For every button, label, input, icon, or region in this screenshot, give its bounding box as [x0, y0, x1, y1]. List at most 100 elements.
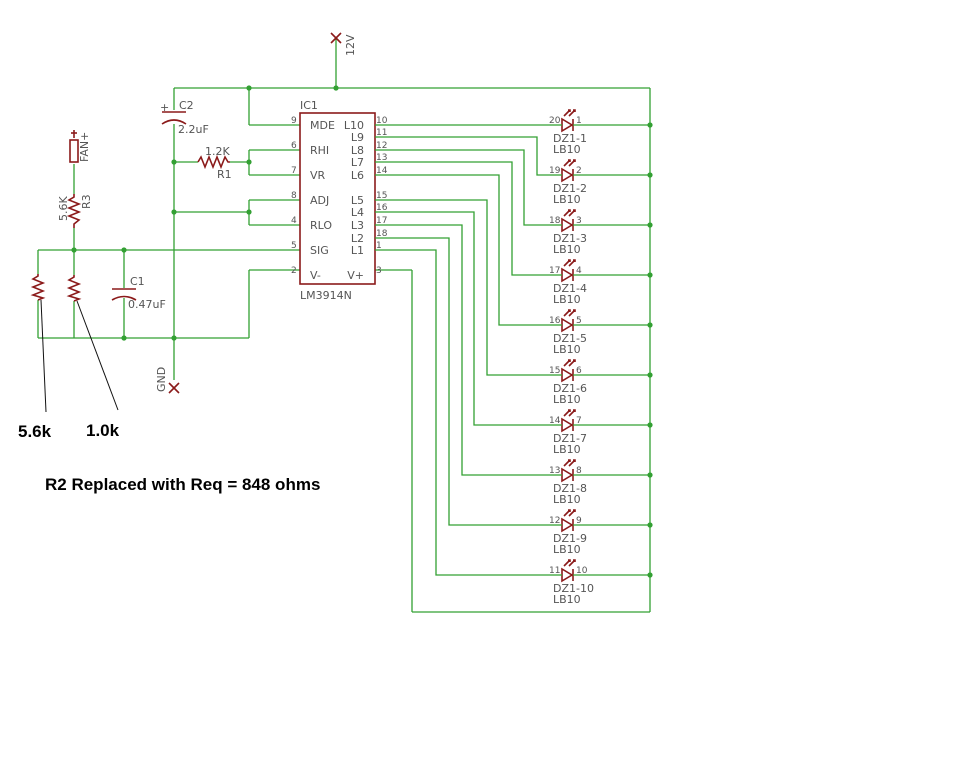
ic-pin-name: L10: [344, 119, 364, 132]
capacitor-c2: + C2 2.2uF: [160, 99, 209, 136]
junction-dot: [647, 322, 653, 328]
led-light-arrow-icon: [563, 559, 571, 567]
led-pin-a: 17: [549, 266, 560, 276]
ic-pin-name: L8: [351, 144, 364, 157]
led-ref: DZ1-5: [553, 332, 587, 345]
led-ref: DZ1-10: [553, 582, 594, 595]
ic-part: LM3914N: [300, 289, 352, 302]
led-diode-icon: [561, 417, 574, 433]
led-ref: DZ1-8: [553, 482, 587, 495]
junction-dot: [647, 522, 653, 528]
led-pin-a: 18: [549, 216, 561, 226]
led-light-arrow-icon: [563, 309, 571, 317]
c2-plus-sign: +: [160, 101, 169, 114]
led-light-arrow-icon: [563, 159, 571, 167]
led-light-arrow-icon: [563, 359, 571, 367]
led-ref: DZ1-7: [553, 432, 587, 445]
led-type: LB10: [553, 493, 581, 506]
led-type: LB10: [553, 343, 581, 356]
led-type: LB10: [553, 393, 581, 406]
led-diode-icon: [561, 367, 574, 383]
ic-pin-name: L1: [351, 244, 364, 257]
ic-pin-number: 14: [376, 166, 388, 176]
led-wire: [375, 174, 550, 326]
ic-pin-number: 17: [376, 216, 387, 226]
led-wire: [375, 149, 550, 226]
junction-dot: [647, 222, 653, 228]
led-wire: [375, 199, 550, 376]
led-light-arrow-icon: [568, 409, 576, 417]
junction-dot: [647, 272, 653, 278]
led-pin-a: 14: [549, 416, 561, 426]
annotation-1-0k: 1.0k: [86, 421, 120, 440]
r1-ref: R1: [217, 168, 232, 181]
junction-dots: [71, 85, 339, 341]
ic-pin-name: L7: [351, 156, 364, 169]
led-ref: DZ1-9: [553, 532, 587, 545]
led-pin-b: 1: [576, 116, 582, 126]
led-type: LB10: [553, 593, 581, 606]
led-light-arrow-icon: [563, 209, 571, 217]
led-wire: [375, 161, 550, 276]
led-light-arrow-icon: [563, 259, 571, 267]
led-pin-a: 16: [549, 316, 561, 326]
ic-pin-name: L4: [351, 206, 364, 219]
led-light-arrow-icon: [563, 109, 571, 117]
ic-lm3914: IC1 LM3914N: [299, 99, 376, 302]
supply-12v-symbol: 12V: [330, 32, 357, 56]
ic-pin-number: 5: [291, 241, 297, 251]
led-ref: DZ1-6: [553, 382, 587, 395]
led-pin-a: 11: [549, 566, 560, 576]
ic-pin-name: L6: [351, 169, 364, 182]
ic-pin-number: 18: [376, 229, 388, 239]
junction-dot: [647, 172, 653, 178]
led-diode-icon: [561, 317, 574, 333]
ic-pin-name: L3: [351, 219, 364, 232]
ic-pin-name: RLO: [310, 219, 332, 232]
led-diode-icon: [561, 567, 574, 583]
junction-dot: [647, 122, 653, 128]
ic-pin-number: 8: [291, 191, 297, 201]
c2-value: 2.2uF: [178, 123, 209, 136]
led-ref: DZ1-1: [553, 132, 587, 145]
led-pin-b: 4: [576, 266, 582, 276]
ic-pin-name: L5: [351, 194, 364, 207]
led-type: LB10: [553, 543, 581, 556]
led-type: LB10: [553, 143, 581, 156]
ground-label: GND: [155, 367, 168, 392]
led-diode-icon: [561, 167, 574, 183]
ic-pin-number: 4: [291, 216, 297, 226]
led-pin-b: 9: [576, 516, 582, 526]
led-diode-icon: [561, 267, 574, 283]
led-type: LB10: [553, 293, 581, 306]
junction-dot: [647, 422, 653, 428]
led-pin-b: 2: [576, 166, 582, 176]
r3-ref: R3: [80, 194, 93, 209]
ic-pin-name: L2: [351, 232, 364, 245]
ic-pin-name: L9: [351, 131, 364, 144]
led-ref: DZ1-2: [553, 182, 587, 195]
led-diode-icon: [561, 467, 574, 483]
led-light-arrow-icon: [563, 409, 571, 417]
led-pin-b: 7: [576, 416, 582, 426]
led-light-arrow-icon: [568, 209, 576, 217]
resistor-5-6k: [30, 274, 46, 301]
ic-pin-name: V+: [347, 269, 364, 282]
led-ref: DZ1-3: [553, 232, 587, 245]
led-pin-b: 5: [576, 316, 582, 326]
led-light-arrow-icon: [568, 459, 576, 467]
junction-dot: [647, 572, 653, 578]
led-type: LB10: [553, 243, 581, 256]
supply-label: 12V: [344, 34, 357, 56]
capacitor-c1: C1 0.47uF: [111, 275, 166, 311]
annotation-leaders: [40, 299, 119, 413]
led-pin-b: 8: [576, 466, 582, 476]
ic-pin-number: 6: [291, 141, 297, 151]
